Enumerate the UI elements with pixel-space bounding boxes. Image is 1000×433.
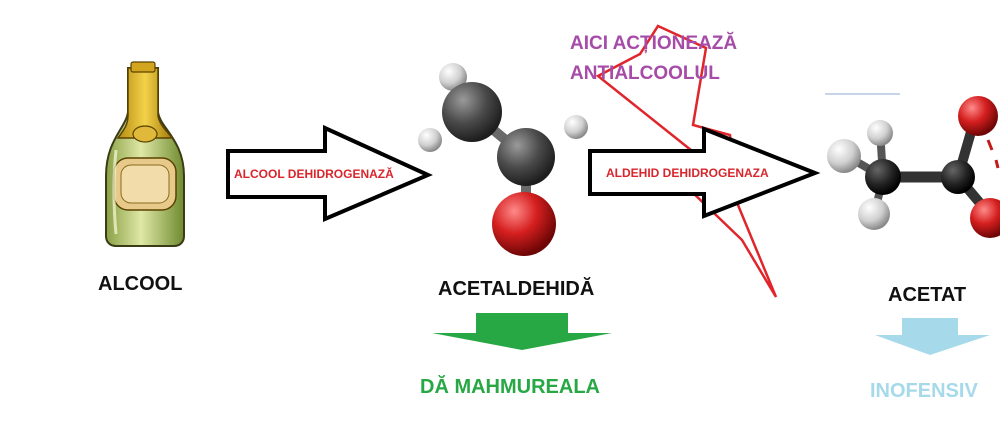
lightning-bolt-icon	[595, 24, 778, 298]
compound-label-acetate: ACETAT	[888, 284, 967, 306]
reaction-arrow-1	[226, 124, 433, 223]
enzyme-label-aldehyde-dehydrogenase: ALDEHID DEHIDROGENAZA	[606, 166, 769, 180]
hydrogen-atom	[827, 139, 861, 173]
antialcohol-note-line2: ANTIALCOOLUL	[570, 63, 720, 84]
carbon-atom	[865, 159, 901, 195]
effect-label-harmless: INOFENSIV	[870, 380, 978, 402]
oxygen-atom	[970, 198, 1000, 238]
carbon-atom	[497, 128, 555, 186]
enzyme-label-alcohol-dehydrogenase: ALCOOL DEHIDROGENAZĂ	[234, 167, 394, 181]
acetaldehyde-molecule-model	[418, 63, 588, 256]
acetate-molecule-model	[827, 96, 1000, 238]
antialcohol-note-line1: AICI ACȚIONEAZĂ	[570, 33, 738, 54]
reaction-arrow-2	[588, 126, 821, 219]
carbon-atom	[442, 82, 502, 142]
effect-label-hangover: DĂ MAHMUREALA	[420, 376, 600, 398]
harmless-arrow	[875, 318, 990, 355]
compound-label-alcohol: ALCOOL	[98, 273, 183, 295]
compound-label-acetaldehyde: ACETALDEHIDĂ	[438, 278, 595, 300]
hydrogen-atom	[418, 128, 442, 152]
hydrogen-atom	[564, 115, 588, 139]
hangover-arrow	[432, 313, 612, 350]
hydrogen-atom	[858, 198, 890, 230]
hydrogen-atom	[867, 120, 893, 146]
hydrogen-atom	[439, 63, 467, 91]
carbon-atom	[941, 160, 975, 194]
oxygen-atom	[958, 96, 998, 136]
champagne-bottle-icon	[105, 61, 185, 247]
oxygen-atom	[492, 192, 556, 256]
